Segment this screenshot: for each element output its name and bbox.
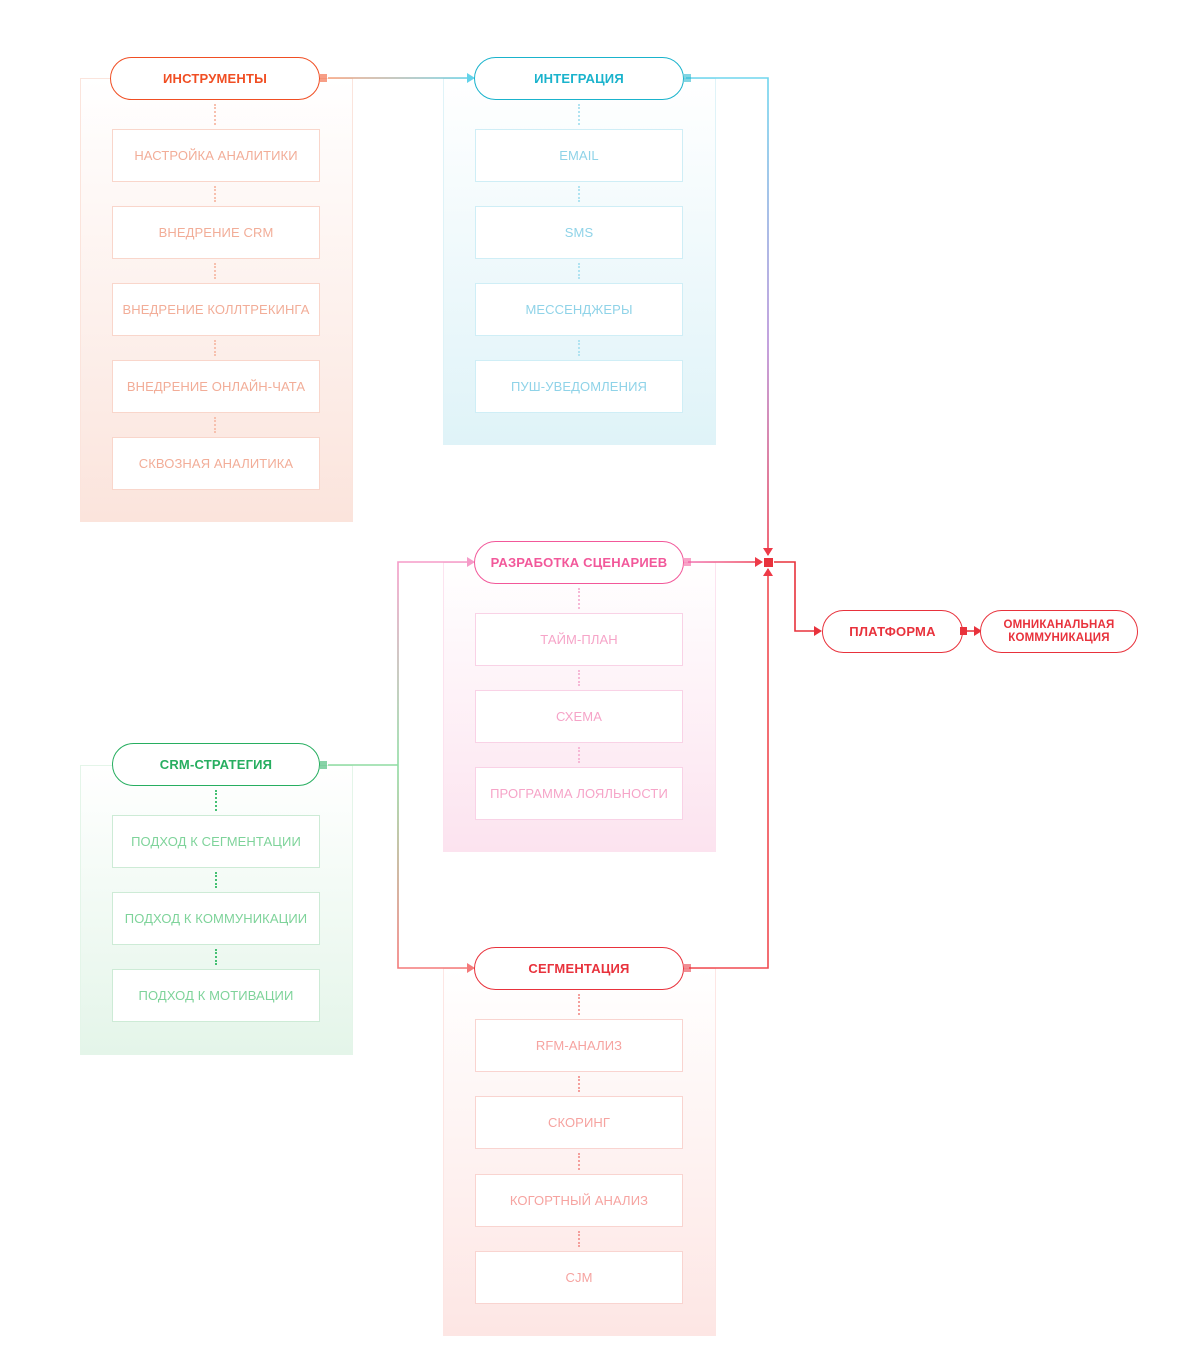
segmentation-item-label: СКОРИНГ	[547, 1115, 611, 1130]
segmentation-item-label: КОГОРТНЫЙ АНАЛИЗ	[509, 1193, 649, 1208]
segmentation-dotted-connector	[578, 1076, 582, 1092]
scenarios-port	[684, 558, 691, 566]
hub-node	[764, 558, 773, 567]
omnichannel-label-line2: КОММУНИКАЦИЯ	[1008, 631, 1110, 644]
segmentation-dotted-connector	[578, 1231, 582, 1247]
integration-item[interactable]: ПУШ-УВЕДОМЛЕНИЯ	[475, 360, 683, 413]
instruments-item-label: ВНЕДРЕНИЕ ОНЛАЙН-ЧАТА	[126, 379, 306, 394]
scenarios-node[interactable]: РАЗРАБОТКА СЦЕНАРИЕВ	[474, 541, 684, 584]
integration-dotted-connector	[578, 186, 582, 202]
scenarios-item[interactable]: ПРОГРАММА ЛОЯЛЬНОСТИ	[475, 767, 683, 820]
crm-strategy-port	[320, 761, 327, 769]
integration-item[interactable]: МЕССЕНДЖЕРЫ	[475, 283, 683, 336]
instruments-item-label: ВНЕДРЕНИЕ CRM	[158, 225, 274, 240]
omnichannel-label-line1: ОМНИКАНАЛЬНАЯ	[1003, 618, 1115, 631]
crm-strategy-item-label: ПОДХОД К МОТИВАЦИИ	[138, 988, 294, 1003]
scenarios-dotted-connector	[578, 588, 582, 609]
integration-dotted-connector	[578, 340, 582, 356]
segmentation-item[interactable]: СКОРИНГ	[475, 1096, 683, 1149]
scenarios-item[interactable]: ТАЙМ-ПЛАН	[475, 613, 683, 666]
crm-strategy-item[interactable]: ПОДХОД К МОТИВАЦИИ	[112, 969, 320, 1022]
segmentation-title: СЕГМЕНТАЦИЯ	[528, 961, 630, 976]
platform-node[interactable]: ПЛАТФОРМА	[822, 610, 963, 653]
integration-item-label: SMS	[564, 225, 594, 240]
crm-strategy-node[interactable]: CRM-СТРАТЕГИЯ	[112, 743, 320, 786]
crm-strategy-dotted-connector	[215, 872, 219, 888]
segmentation-item[interactable]: CJM	[475, 1251, 683, 1304]
scenarios-dotted-connector	[578, 670, 582, 686]
instruments-item-label: НАСТРОЙКА АНАЛИТИКИ	[134, 148, 298, 163]
integration-node[interactable]: ИНТЕГРАЦИЯ	[474, 57, 684, 100]
instruments-dotted-connector	[214, 186, 218, 202]
arrow-head-hub-bottom	[763, 568, 773, 576]
wire-hub-platform	[774, 561, 818, 632]
instruments-node[interactable]: ИНСТРУМЕНТЫ	[110, 57, 320, 100]
arrow-head-hub-left	[755, 557, 763, 567]
integration-item[interactable]: SMS	[475, 206, 683, 259]
instruments-item[interactable]: ВНЕДРЕНИЕ ОНЛАЙН-ЧАТА	[112, 360, 320, 413]
instruments-dotted-connector	[214, 340, 218, 356]
segmentation-item-label: CJM	[565, 1270, 593, 1285]
instruments-item[interactable]: НАСТРОЙКА АНАЛИТИКИ	[112, 129, 320, 182]
instruments-item-label: ВНЕДРЕНИЕ КОЛЛТРЕКИНГА	[122, 302, 310, 317]
segmentation-dotted-connector	[578, 1153, 582, 1170]
segmentation-node[interactable]: СЕГМЕНТАЦИЯ	[474, 947, 684, 990]
segmentation-item-label: RFM-АНАЛИЗ	[535, 1038, 623, 1053]
crm-strategy-item[interactable]: ПОДХОД К КОММУНИКАЦИИ	[112, 892, 320, 945]
segmentation-item[interactable]: КОГОРТНЫЙ АНАЛИЗ	[475, 1174, 683, 1227]
integration-title: ИНТЕГРАЦИЯ	[534, 71, 624, 86]
scenarios-item-label: ТАЙМ-ПЛАН	[540, 632, 618, 647]
instruments-dotted-connector	[214, 263, 218, 279]
instruments-item-label: СКВОЗНАЯ АНАЛИТИКА	[138, 456, 294, 471]
segmentation-port	[684, 964, 691, 972]
integration-item-label: МЕССЕНДЖЕРЫ	[525, 302, 633, 317]
scenarios-dotted-connector	[578, 747, 582, 763]
integration-item-label: ПУШ-УВЕДОМЛЕНИЯ	[510, 379, 647, 394]
scenarios-item[interactable]: СХЕМА	[475, 690, 683, 743]
instruments-item[interactable]: ВНЕДРЕНИЕ CRM	[112, 206, 320, 259]
platform-port	[963, 627, 967, 635]
integration-dotted-connector	[578, 104, 582, 125]
platform-label: ПЛАТФОРМА	[849, 624, 936, 639]
crm-strategy-dotted-connector	[215, 790, 219, 811]
crm-strategy-dotted-connector	[215, 949, 219, 965]
arrow-head-hub-top	[763, 548, 773, 556]
crm-strategy-item-label: ПОДХОД К СЕГМЕНТАЦИИ	[131, 834, 301, 849]
scenarios-item-label: ПРОГРАММА ЛОЯЛЬНОСТИ	[490, 786, 668, 801]
integration-item[interactable]: EMAIL	[475, 129, 683, 182]
arrow-head-platform	[814, 626, 822, 636]
crm-strategy-item[interactable]: ПОДХОД К СЕГМЕНТАЦИИ	[112, 815, 320, 868]
integration-port	[684, 74, 691, 82]
segmentation-item[interactable]: RFM-АНАЛИЗ	[475, 1019, 683, 1072]
crm-strategy-item-label: ПОДХОД К КОММУНИКАЦИИ	[124, 911, 308, 926]
scenarios-item-label: СХЕМА	[556, 709, 602, 724]
instruments-port	[320, 74, 327, 82]
platform-port	[960, 627, 964, 635]
instruments-item[interactable]: СКВОЗНАЯ АНАЛИТИКА	[112, 437, 320, 490]
instruments-dotted-connector	[214, 417, 218, 433]
crm-strategy-title: CRM-СТРАТЕГИЯ	[159, 757, 273, 772]
scenarios-title: РАЗРАБОТКА СЦЕНАРИЕВ	[490, 555, 668, 570]
integration-item-label: EMAIL	[559, 148, 599, 163]
instruments-item[interactable]: ВНЕДРЕНИЕ КОЛЛТРЕКИНГА	[112, 283, 320, 336]
integration-dotted-connector	[578, 263, 582, 279]
instruments-dotted-connector	[214, 104, 218, 125]
instruments-title: ИНСТРУМЕНТЫ	[162, 71, 268, 86]
segmentation-dotted-connector	[578, 994, 582, 1015]
